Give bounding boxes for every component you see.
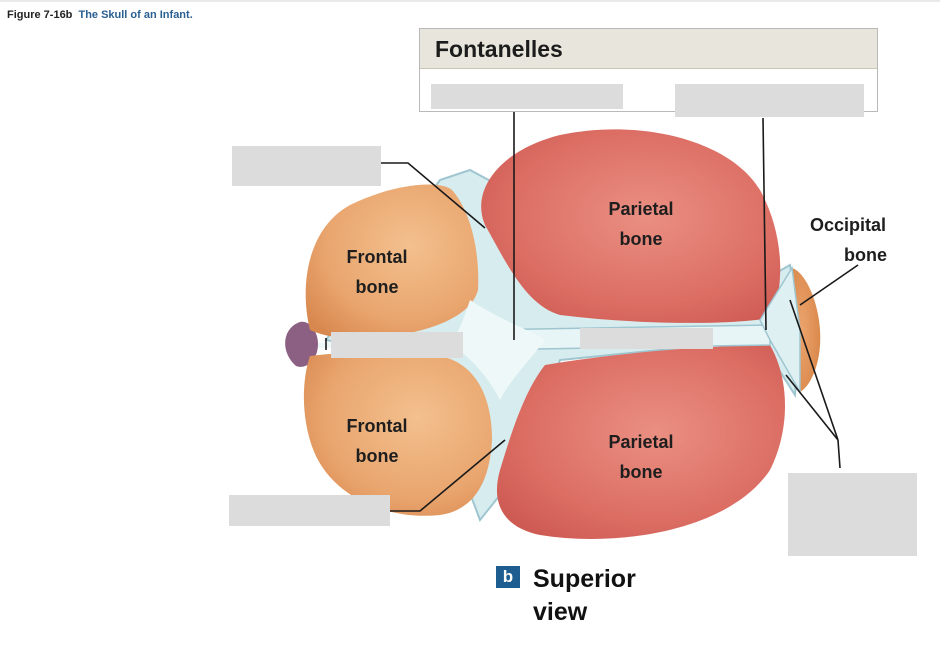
leader-line-lambdoid-a (789, 299, 839, 441)
fontanelles-title: Fontanelles (435, 36, 563, 62)
fontanelles-box: Fontanelles (419, 28, 878, 112)
label-frontal-upper: Frontal bone (322, 242, 432, 302)
label-parietal-lower-line1: Parietal (608, 432, 674, 452)
nose-tip (285, 321, 318, 367)
label-parietal-lower-line2: bone (619, 462, 663, 482)
top-divider (0, 0, 940, 2)
parietal-bone-upper (481, 129, 781, 323)
view-caption-line1: Superior (533, 565, 636, 593)
blank-label-lambdoid-suture[interactable] (788, 473, 917, 556)
posterior-fontanelle (759, 265, 801, 395)
view-caption: Superior view (533, 563, 636, 629)
figure-title: The Skull of an Infant. (78, 9, 193, 21)
blank-label-posterior-fontanelle[interactable] (675, 84, 864, 117)
view-caption-line2: view (533, 598, 588, 626)
figure-caption: Figure 7-16b The Skull of an Infant. (7, 9, 193, 21)
label-frontal-upper-line1: Frontal (346, 247, 408, 267)
label-parietal-lower: Parietal bone (586, 427, 696, 487)
label-frontal-lower: Frontal bone (322, 411, 432, 471)
label-frontal-lower-line2: bone (355, 446, 399, 466)
leader-line-posterior (762, 117, 767, 331)
figure-number: Figure 7-16b (7, 9, 73, 21)
leader-line-lambdoid-b (785, 374, 839, 441)
view-badge: b (496, 566, 520, 588)
parietal-bone-lower (496, 345, 785, 539)
label-occipital: Occipital bone (792, 210, 904, 270)
frontal-bone-lower (303, 352, 492, 516)
leader-line-lambdoid-stem (837, 439, 841, 469)
frontal-bone-upper (305, 184, 479, 339)
label-parietal-upper-line2: bone (619, 229, 663, 249)
blank-label-sagittal-suture[interactable] (580, 328, 713, 349)
label-frontal-upper-line2: bone (355, 277, 399, 297)
leader-line-lower-left (390, 439, 506, 512)
fontanelles-box-header (420, 29, 877, 69)
label-parietal-upper-line1: Parietal (608, 199, 674, 219)
anterior-fontanelle (450, 300, 545, 400)
label-occipital-line2: bone (844, 245, 887, 265)
label-parietal-upper: Parietal bone (586, 194, 696, 254)
blank-label-sphenoidal-upper[interactable] (232, 146, 381, 186)
label-occipital-line1: Occipital (809, 215, 887, 235)
label-frontal-lower-line1: Frontal (346, 416, 408, 436)
blank-label-coronal-suture[interactable] (229, 495, 390, 526)
leader-line-occipital (799, 264, 859, 306)
blank-label-frontal-suture[interactable] (331, 332, 463, 358)
leader-line-upper-left (381, 162, 486, 229)
blank-label-anterior-fontanelle[interactable] (431, 84, 623, 109)
